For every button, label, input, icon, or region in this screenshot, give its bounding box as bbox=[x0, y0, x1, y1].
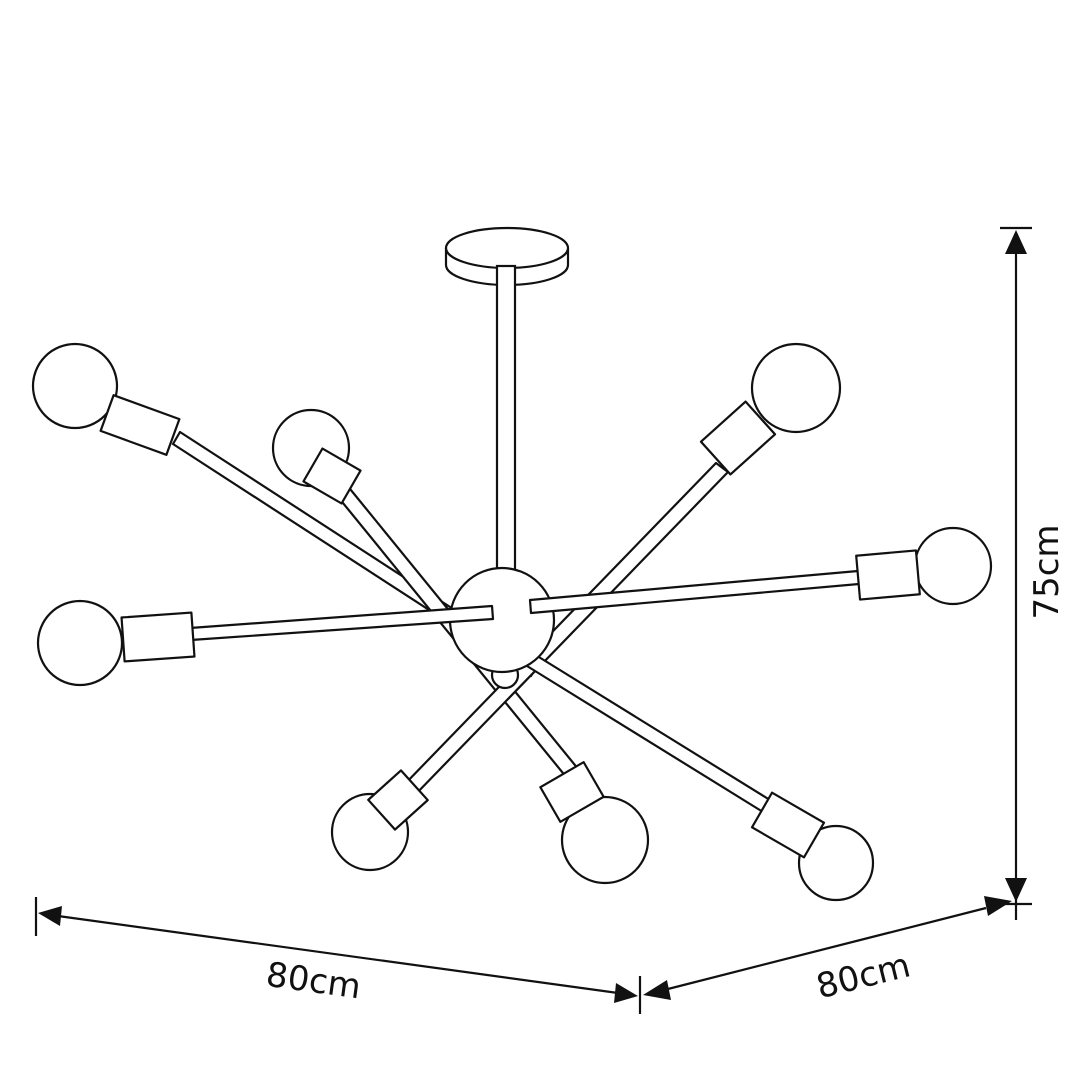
height-label: 75cm bbox=[1027, 524, 1067, 619]
socket-lower-left bbox=[367, 769, 429, 831]
arrow-left-icon bbox=[643, 980, 671, 1000]
arm-lower-right bbox=[525, 652, 875, 902]
dimension-height: 75cm bbox=[1000, 226, 1067, 906]
bulb-group-bottom-center bbox=[539, 761, 650, 885]
hub-sphere bbox=[448, 566, 556, 690]
bulb-bottom-center bbox=[560, 795, 650, 885]
depth-label: 80cm bbox=[812, 945, 914, 1007]
bulb-group-lower-left bbox=[330, 769, 429, 872]
socket-upper-left bbox=[99, 394, 181, 456]
down-rod bbox=[495, 264, 517, 576]
socket-left bbox=[120, 611, 196, 663]
arm-left bbox=[36, 599, 495, 687]
socket-lower-right bbox=[750, 791, 826, 859]
socket-bottom-center bbox=[539, 761, 605, 823]
bulb-lower-right bbox=[797, 824, 875, 902]
arm-upper-right bbox=[399, 342, 842, 799]
bulb-right bbox=[913, 526, 993, 606]
bulb-upper-right bbox=[750, 342, 842, 434]
bulb-left bbox=[36, 599, 124, 687]
width-label: 80cm bbox=[264, 955, 364, 1008]
bulb-upper-left bbox=[31, 342, 119, 430]
arrow-right-icon bbox=[984, 896, 1012, 916]
socket-small-upper-left bbox=[302, 447, 362, 505]
arrow-left-icon bbox=[38, 906, 62, 926]
dimension-depth: 80cm bbox=[643, 890, 1018, 1007]
socket-upper-right bbox=[699, 400, 777, 476]
arrow-right-icon bbox=[614, 983, 638, 1003]
socket-right bbox=[855, 549, 921, 601]
dimension-width: 80cm bbox=[34, 897, 642, 1014]
arm-right bbox=[528, 526, 993, 615]
arrow-up-icon bbox=[1005, 230, 1027, 254]
